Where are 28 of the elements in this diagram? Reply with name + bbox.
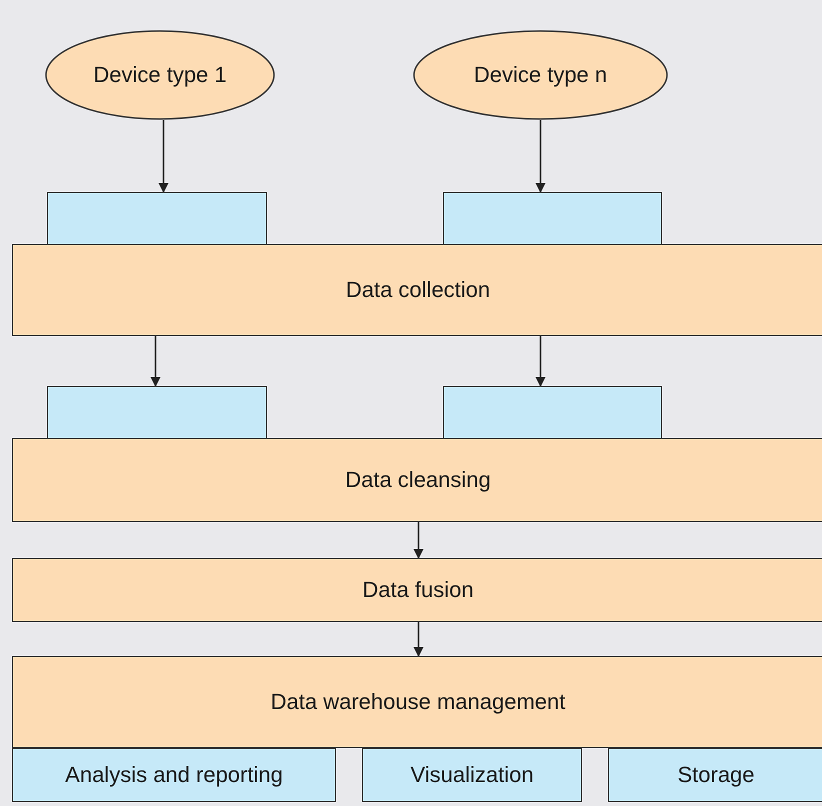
node-label: Visualization: [410, 762, 534, 788]
process-band: [12, 558, 822, 622]
node-label: Device type 1: [93, 62, 227, 88]
buffer-box: [47, 386, 267, 439]
arrow: [536, 336, 546, 387]
arrow: [536, 120, 546, 193]
arrow: [414, 622, 424, 657]
node-label: Data collection: [346, 277, 490, 303]
process-band: [12, 244, 822, 336]
node-label: Data cleansing: [345, 467, 491, 493]
buffer-box: [47, 192, 267, 245]
buffer-box: [443, 386, 662, 439]
arrow: [414, 522, 424, 559]
process-band: [12, 438, 822, 522]
process-band: [12, 656, 822, 748]
node-label: Data warehouse management: [270, 689, 566, 715]
buffer-box: [443, 192, 662, 245]
ellipse-node: [45, 30, 275, 120]
arrow: [158, 120, 168, 193]
output-box: [608, 748, 822, 802]
node-label: Storage: [677, 762, 755, 788]
output-box: [362, 748, 582, 802]
node-label: Device type n: [474, 62, 608, 88]
output-box: [12, 748, 336, 802]
node-label: Analysis and reporting: [65, 762, 283, 788]
arrow: [150, 336, 160, 387]
node-label: Data fusion: [362, 577, 474, 603]
ellipse-node: [413, 30, 668, 120]
